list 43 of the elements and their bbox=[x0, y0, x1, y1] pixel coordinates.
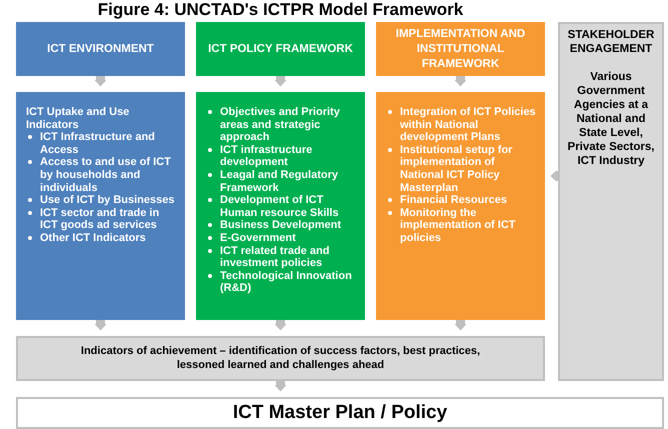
block-arrow bbox=[94, 320, 106, 331]
category-header-box bbox=[196, 22, 365, 76]
bullet-item: ICT sector and trade in ICT goods ad services bbox=[40, 206, 160, 232]
diagram-title: Figure 4: UNCTAD's ICTPR Model Framework bbox=[96, 0, 464, 20]
panel-text: Various Government Agencies at a National and State Level, Private Sectors, ICT Industry bbox=[566, 70, 656, 168]
content-box bbox=[376, 92, 545, 320]
bullet-item: E-Government bbox=[220, 232, 297, 245]
bullet-item: Development of ICT Human resource Skills bbox=[220, 194, 340, 220]
block-arrow bbox=[550, 170, 558, 182]
result-box bbox=[16, 397, 664, 429]
bullet-item: Institutional setup for implementation of National ICT Policy Masterplan bbox=[400, 144, 514, 194]
bullet-item: Leagal and Regulatory Framework bbox=[220, 168, 339, 194]
header-text: ICT POLICY FRAMEWORK bbox=[207, 42, 354, 56]
content-box bbox=[16, 92, 185, 320]
bullet-item: ICT Infrastructure and Access bbox=[40, 131, 156, 156]
bullet-item: ICT infrastructure development bbox=[220, 144, 314, 169]
stakeholder-panel bbox=[558, 22, 664, 381]
block-arrow bbox=[274, 381, 286, 392]
bullet-item: ICT related trade and investment policies bbox=[220, 244, 330, 270]
bullet-item: Financial Resources bbox=[400, 194, 508, 207]
bullet-item: Monitoring the implementation of ICT policies bbox=[400, 206, 516, 245]
block-arrow bbox=[454, 320, 466, 331]
bullet-item: Business Development bbox=[220, 219, 342, 232]
category-header-box bbox=[376, 22, 545, 76]
block-arrow bbox=[454, 76, 466, 87]
bullet-item: Objectives and Priority areas and strategic approach bbox=[220, 106, 341, 144]
bullet-item: Technological Innovation (R&D) bbox=[220, 270, 353, 295]
block-arrow bbox=[274, 320, 286, 331]
block-arrow bbox=[94, 76, 106, 87]
bullet-item: Access to and use of ICT by households and individuals bbox=[40, 156, 172, 194]
box-text: Indicators of achievement – identification of success factors, best practices, lessoned learned and challenges ahead bbox=[80, 344, 482, 372]
bullet-item: Integration of ICT Policies within National development Plans bbox=[400, 106, 537, 144]
bullet-item: Other ICT Indicators bbox=[40, 232, 147, 245]
bullet-item: Use of ICT by Businesses bbox=[40, 194, 176, 207]
list-heading: ICT Uptake and Use Indicators bbox=[26, 106, 130, 132]
category-header-box bbox=[16, 22, 185, 76]
content-box bbox=[196, 92, 365, 320]
indicators-box bbox=[16, 336, 545, 381]
box-text: ICT Master Plan / Policy bbox=[232, 401, 448, 425]
panel-heading: STAKEHOLDER ENGAGEMENT bbox=[566, 28, 656, 56]
block-arrow bbox=[274, 76, 286, 87]
header-text: ICT ENVIRONMENT bbox=[46, 42, 155, 56]
header-text: IMPLEMENTATION AND INSTITUTIONAL FRAMEWORK bbox=[394, 26, 526, 72]
